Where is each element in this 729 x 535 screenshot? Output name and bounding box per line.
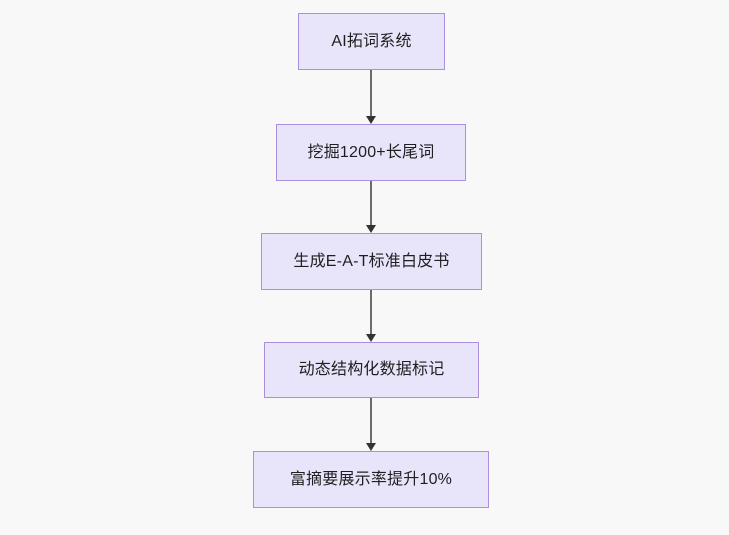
flow-edge-line xyxy=(370,70,372,117)
flow-node-label: 动态结构化数据标记 xyxy=(298,361,445,379)
flow-edge-line xyxy=(370,290,372,335)
flow-node-dynamic-structured-data-markup[interactable]: 动态结构化数据标记 xyxy=(264,342,479,398)
flow-node-label: 挖掘1200+长尾词 xyxy=(307,143,435,161)
arrow-head-icon xyxy=(366,116,376,124)
flow-node-label: 富摘要展示率提升10% xyxy=(289,470,453,488)
flow-node-rich-snippet-impression-uplift[interactable]: 富摘要展示率提升10% xyxy=(253,451,489,508)
arrow-head-icon xyxy=(366,443,376,451)
arrow-head-icon xyxy=(366,334,376,342)
flow-node-label: AI拓词系统 xyxy=(331,32,412,50)
flow-node-ai-keyword-system[interactable]: AI拓词系统 xyxy=(298,13,445,70)
flow-edge-line xyxy=(370,181,372,226)
flow-node-generate-eat-whitepaper[interactable]: 生成E-A-T标准白皮书 xyxy=(261,233,482,290)
flow-edge-line xyxy=(370,398,372,444)
arrow-head-icon xyxy=(366,225,376,233)
flow-node-label: 生成E-A-T标准白皮书 xyxy=(293,252,450,270)
flow-node-mine-longtail-keywords[interactable]: 挖掘1200+长尾词 xyxy=(276,124,466,181)
